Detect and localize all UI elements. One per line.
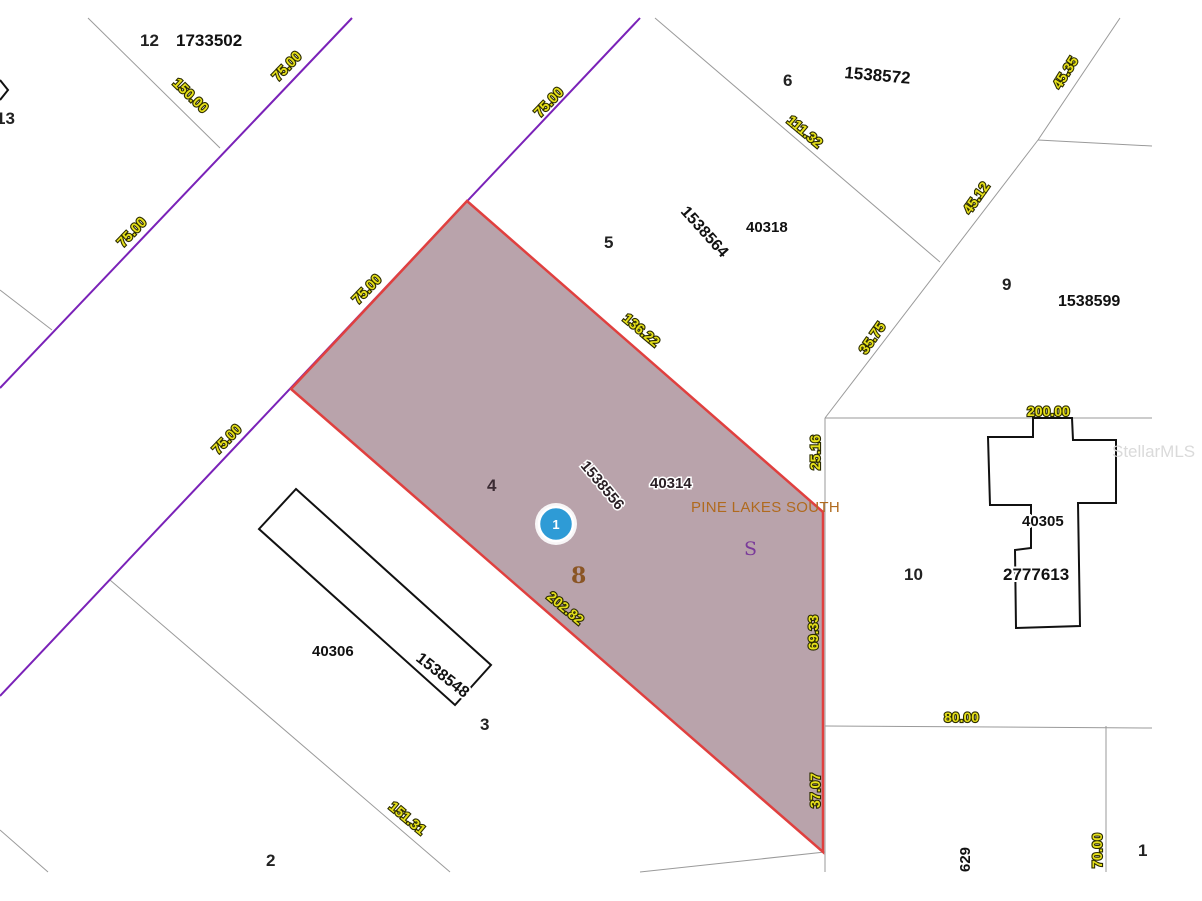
lot-number-label: 5	[604, 233, 613, 252]
dimension-label: 35.75	[855, 319, 888, 357]
address-label: 40305	[1022, 513, 1064, 530]
marker-label: 1	[552, 517, 559, 532]
building-footprint-40306	[257, 487, 493, 707]
address-label: 40318	[746, 219, 788, 236]
parcel-id-label: 1733502	[176, 31, 242, 50]
dimension-label: 150.00	[170, 75, 212, 116]
lot-number-label: 2	[266, 851, 275, 870]
address-label: 40306	[312, 643, 354, 660]
building-footprint-40305	[986, 417, 1117, 630]
marker-pin-icon	[537, 505, 575, 543]
lot-number-label: 13	[0, 109, 15, 128]
address-labels: 40318 40314 40305 40306	[310, 217, 1066, 662]
lot-number-label: 629	[957, 847, 974, 872]
parcel-lines	[0, 17, 1153, 873]
dimension-label: 37.07	[807, 773, 823, 808]
dimension-label: 75.00	[114, 214, 150, 250]
dimension-label: 69.33	[805, 615, 821, 650]
dimension-label: 151.31	[386, 798, 429, 838]
watermark-text: StellarMLS	[1112, 442, 1195, 461]
parcel-id-label: 2777613	[1003, 565, 1069, 584]
dimension-label: 45.35	[1049, 53, 1081, 91]
dimension-label: 75.00	[269, 48, 305, 84]
lot-number-label: 3	[480, 715, 489, 734]
survey-mark-label: S	[744, 538, 757, 560]
building-outlines	[257, 417, 1117, 707]
lot-number-label-subject: 4	[487, 476, 497, 495]
dimension-label: 80.00	[944, 709, 979, 725]
dimension-label: 200.00	[1027, 403, 1070, 419]
parcel-id-label: 1538564	[677, 203, 731, 261]
dimension-label: 25.16	[807, 435, 823, 470]
lot-number-label: 6	[783, 71, 792, 90]
dimension-label: 111.32	[784, 112, 826, 151]
parcel-id-label: 1538572	[844, 63, 912, 88]
property-marker[interactable]: 1	[535, 503, 577, 545]
dimension-label: 70.00	[1089, 833, 1105, 868]
edge-arrow-icon	[0, 79, 10, 101]
address-label-subject: 40314	[650, 475, 692, 492]
block-number-label: 8	[571, 563, 586, 589]
lot-number-label: 12	[140, 31, 159, 50]
lot-number-label: 10	[904, 565, 923, 584]
subdivision-label: PINE LAKES SOUTH	[691, 499, 840, 516]
parcel-id-label: 1538599	[1058, 293, 1120, 310]
lot-number-label: 9	[1002, 275, 1011, 294]
lot-number-label: 1	[1138, 841, 1147, 860]
dimension-label: 75.00	[209, 421, 245, 457]
lot-number-labels: 12 13 6 5 9 4 10 3 2 1 629	[0, 30, 1149, 875]
dimension-label: 45.12	[959, 179, 992, 217]
